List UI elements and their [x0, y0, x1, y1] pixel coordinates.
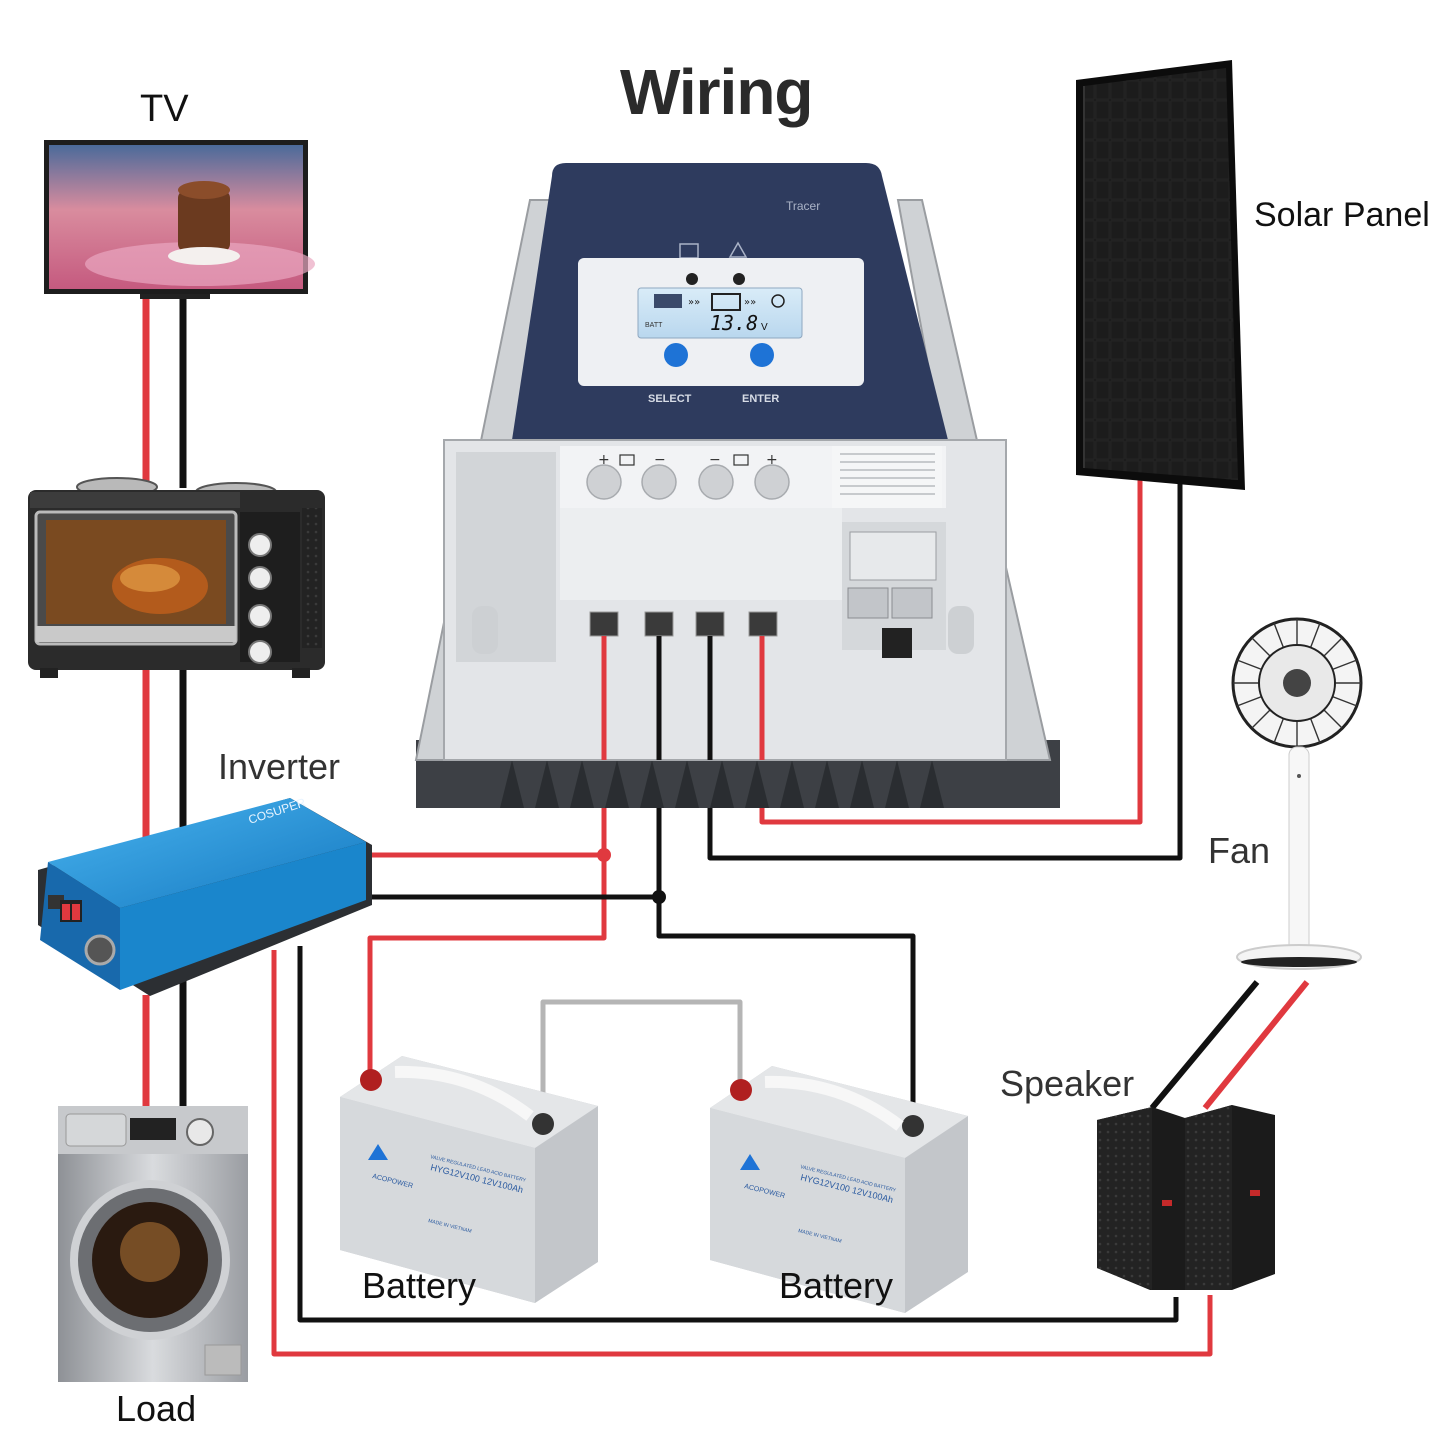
fan-device [1231, 617, 1363, 970]
fan-speaker-positive-wire [1202, 980, 1310, 1110]
negative-junction-dot [652, 890, 666, 904]
terminal-screw-pv-positive[interactable] [754, 464, 790, 500]
controller-brand-text: Tracer [786, 199, 820, 213]
inverter-device: COSUPER [38, 795, 372, 996]
svg-text:»»: »» [744, 297, 756, 308]
lcd-tag: BATT [645, 322, 663, 329]
inverter-label: Inverter [218, 746, 341, 787]
select-button[interactable] [664, 343, 688, 367]
charge-controller-device: Tracer »» »» BATT 13.8 V SELECT ENTER + … [414, 163, 1060, 808]
status-led-left [686, 273, 698, 285]
enter-button[interactable] [750, 343, 774, 367]
battery-right-label: Battery [779, 1265, 894, 1306]
positive-junction-dot [597, 848, 611, 862]
fan-speaker-negative-wire [1149, 980, 1260, 1110]
speaker-label: Speaker [1000, 1063, 1135, 1104]
select-label: SELECT [648, 393, 692, 405]
battery-series-link [540, 999, 743, 1122]
terminal-symbol-3: − [709, 452, 721, 468]
terminal-symbol-2: − [654, 452, 666, 468]
terminal-screw-battery-negative[interactable] [641, 464, 677, 500]
lcd-voltage-unit: V [761, 322, 768, 333]
solar-panel-label: Solar Panel [1254, 196, 1430, 234]
battery-left-device: ACOPOWER VALVE REGULATED LEAD ACID BATTE… [340, 1056, 598, 1303]
terminal-symbol-4: + [766, 452, 778, 468]
enter-label: ENTER [742, 393, 779, 405]
battery-right-device: ACOPOWER VALVE REGULATED LEAD ACID BATTE… [710, 1066, 968, 1313]
washing-machine-device [58, 1106, 248, 1382]
speaker-positive-wire [271, 950, 1213, 1357]
solar-panel-device [1076, 60, 1245, 490]
terminal-symbol-1: + [598, 452, 610, 468]
tv-label: TV [140, 88, 189, 130]
terminal-screw-pv-negative[interactable] [698, 464, 734, 500]
status-led-right [733, 273, 745, 285]
load-label: Load [116, 1388, 197, 1429]
speaker-device [1097, 1105, 1275, 1290]
diagram-title: Wiring [620, 56, 813, 128]
terminal-screw-battery-positive[interactable] [586, 464, 622, 500]
tv-device [44, 140, 315, 299]
speaker-negative-wire [297, 946, 1179, 1323]
lcd-voltage-readout: 13.8 [710, 311, 758, 335]
battery-left-label: Battery [362, 1265, 477, 1306]
svg-text:»»: »» [688, 297, 700, 308]
oven-device [28, 477, 325, 678]
fan-label: Fan [1208, 830, 1271, 871]
